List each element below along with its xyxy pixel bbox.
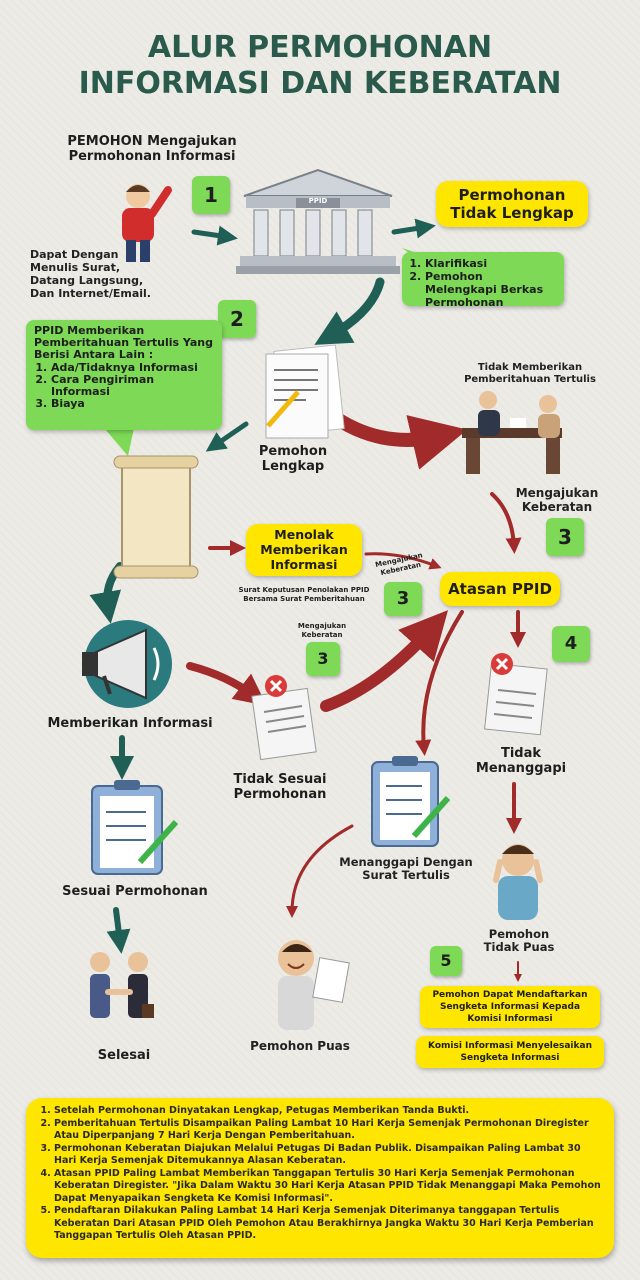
pemohon-heading: PEMOHON Mengajukan Permohonan Informasi xyxy=(67,134,237,164)
arrow-meeting-to-atasan xyxy=(490,492,522,554)
tidak-sesuai-paper-illustration xyxy=(251,675,317,761)
arrow-menanggapi-to-puas xyxy=(286,824,354,918)
step-badge-3-mid: 3 xyxy=(384,582,422,616)
menanggapi-clipboard-illustration xyxy=(371,756,451,847)
note-item: Pendaftaran Dilakukan Paling Lambat 14 H… xyxy=(54,1205,604,1243)
mengajukan-keberatan-right-label: Mengajukan Keberatan xyxy=(515,486,599,514)
arrow-lengkap-to-meeting xyxy=(323,407,468,470)
arrow-to-tidak-lengkap xyxy=(391,218,436,239)
ppid-notice-box: PPID Memberikan Pemberitahuan Tertulis Y… xyxy=(26,320,222,430)
memberikan-informasi-label: Memberikan Informasi xyxy=(47,716,213,731)
pemohon-method-text: Dapat Dengan Menulis Surat, Datang Langs… xyxy=(30,248,151,300)
page-title-line-2: INFORMASI DAN KEBERATAN xyxy=(78,66,562,101)
arrow-building-to-lengkap xyxy=(314,277,385,345)
atasan-ppid-label: Atasan PPID xyxy=(440,572,560,606)
sesuai-permohonan-label: Sesuai Permohonan xyxy=(62,884,208,899)
ppid-notice-heading: PPID Memberikan Pemberitahuan Tertulis Y… xyxy=(34,324,213,361)
step-badge-5: 5 xyxy=(430,946,462,976)
sengketa-register-box: Pemohon Dapat Mendaftarkan Sengketa Info… xyxy=(420,986,600,1028)
menolak-note: Surat Keputusan Penolakan PPID Bersama S… xyxy=(238,586,370,603)
mengajukan-keberatan-small-label: Mengajukan Keberatan xyxy=(297,622,347,639)
step-badge-1: 1 xyxy=(192,176,230,214)
step-badge-2: 2 xyxy=(218,300,256,338)
note-item: Setelah Permohonan Dinyatakan Lengkap, P… xyxy=(54,1105,604,1118)
puas-person-illustration xyxy=(278,940,350,1030)
megaphone-illustration xyxy=(82,620,172,708)
tidak-lengkap-label: Permohonan Tidak Lengkap xyxy=(436,181,588,227)
sesuai-clipboard-illustration xyxy=(91,780,179,875)
ppid-notice-item: Cara Pengiriman Informasi xyxy=(51,374,214,398)
tidak-memberikan-label: Tidak Memberikan Pemberitahuan Tertulis xyxy=(464,362,596,385)
red-arrows xyxy=(186,407,526,982)
note-item: Pemberitahuan Tertulis Disampaikan Palin… xyxy=(54,1118,604,1143)
notes-panel: Setelah Permohonan Dinyatakan Lengkap, P… xyxy=(26,1098,614,1258)
ppid-building-illustration xyxy=(236,168,400,274)
ppid-notice-box-pointer xyxy=(104,428,134,456)
pemohon-lengkap-label: Pemohon Lengkap xyxy=(258,444,328,474)
selesai-label: Selesai xyxy=(97,1048,151,1063)
arrow-sesuai-to-selesai xyxy=(106,907,131,954)
sengketa-resolve-box: Komisi Informasi Menyelesaikan Sengketa … xyxy=(416,1036,604,1068)
documents-illustration xyxy=(265,344,345,439)
menolak-label: Menolak Memberikan Informasi xyxy=(246,524,362,576)
tidak-lengkap-item: Pemohon Melengkapi Berkas Permohonan xyxy=(425,270,558,309)
scroll-illustration xyxy=(113,455,199,579)
page-title-line-1: ALUR PERMOHONAN xyxy=(147,30,493,65)
note-item: Atasan PPID Paling Lambat Memberikan Tan… xyxy=(54,1168,604,1206)
meeting-illustration xyxy=(462,391,562,474)
note-item: Permohonan Keberatan Diajukan Melalui Pe… xyxy=(54,1143,604,1168)
arrow-menolak-to-atasan xyxy=(364,552,442,570)
step-badge-3-right: 3 xyxy=(546,518,584,556)
arrow-tidak-sesuai-to-atasan xyxy=(320,610,449,712)
step-badge-3-small: 3 xyxy=(306,642,340,676)
tidak-lengkap-item: Klarifikasi xyxy=(425,257,558,270)
handshake-illustration xyxy=(90,952,154,1018)
step-badge-4: 4 xyxy=(552,626,590,662)
tidak-menanggapi-label: Tidak Menanggapi xyxy=(475,746,567,776)
arrow-atasan-to-menanggapi xyxy=(415,610,464,756)
menanggapi-label: Menanggapi Dengan Surat Tertulis xyxy=(339,855,473,882)
tidak-sesuai-label: Tidak Sesuai Permohonan xyxy=(233,772,327,802)
arrow-lengkap-to-scroll xyxy=(205,421,249,452)
tidak-menanggapi-paper-illustration xyxy=(484,653,548,736)
pemohon-person-illustration xyxy=(122,184,172,262)
arrow-megaphone-to-tidak-sesuai xyxy=(186,662,267,706)
arrow-to-building xyxy=(191,225,238,246)
building-sign: PPID xyxy=(308,197,328,205)
pemohon-puas-label: Pemohon Puas xyxy=(250,1039,350,1053)
pemohon-tidak-puas-label: Pemohon Tidak Puas xyxy=(483,927,555,954)
tidak-puas-person-illustration xyxy=(493,844,543,920)
ppid-notice-item: Ada/Tidaknya Informasi xyxy=(51,362,214,374)
ppid-notice-item: Biaya xyxy=(51,398,214,410)
tidak-lengkap-items-box: Klarifikasi Pemohon Melengkapi Berkas Pe… xyxy=(402,252,564,309)
